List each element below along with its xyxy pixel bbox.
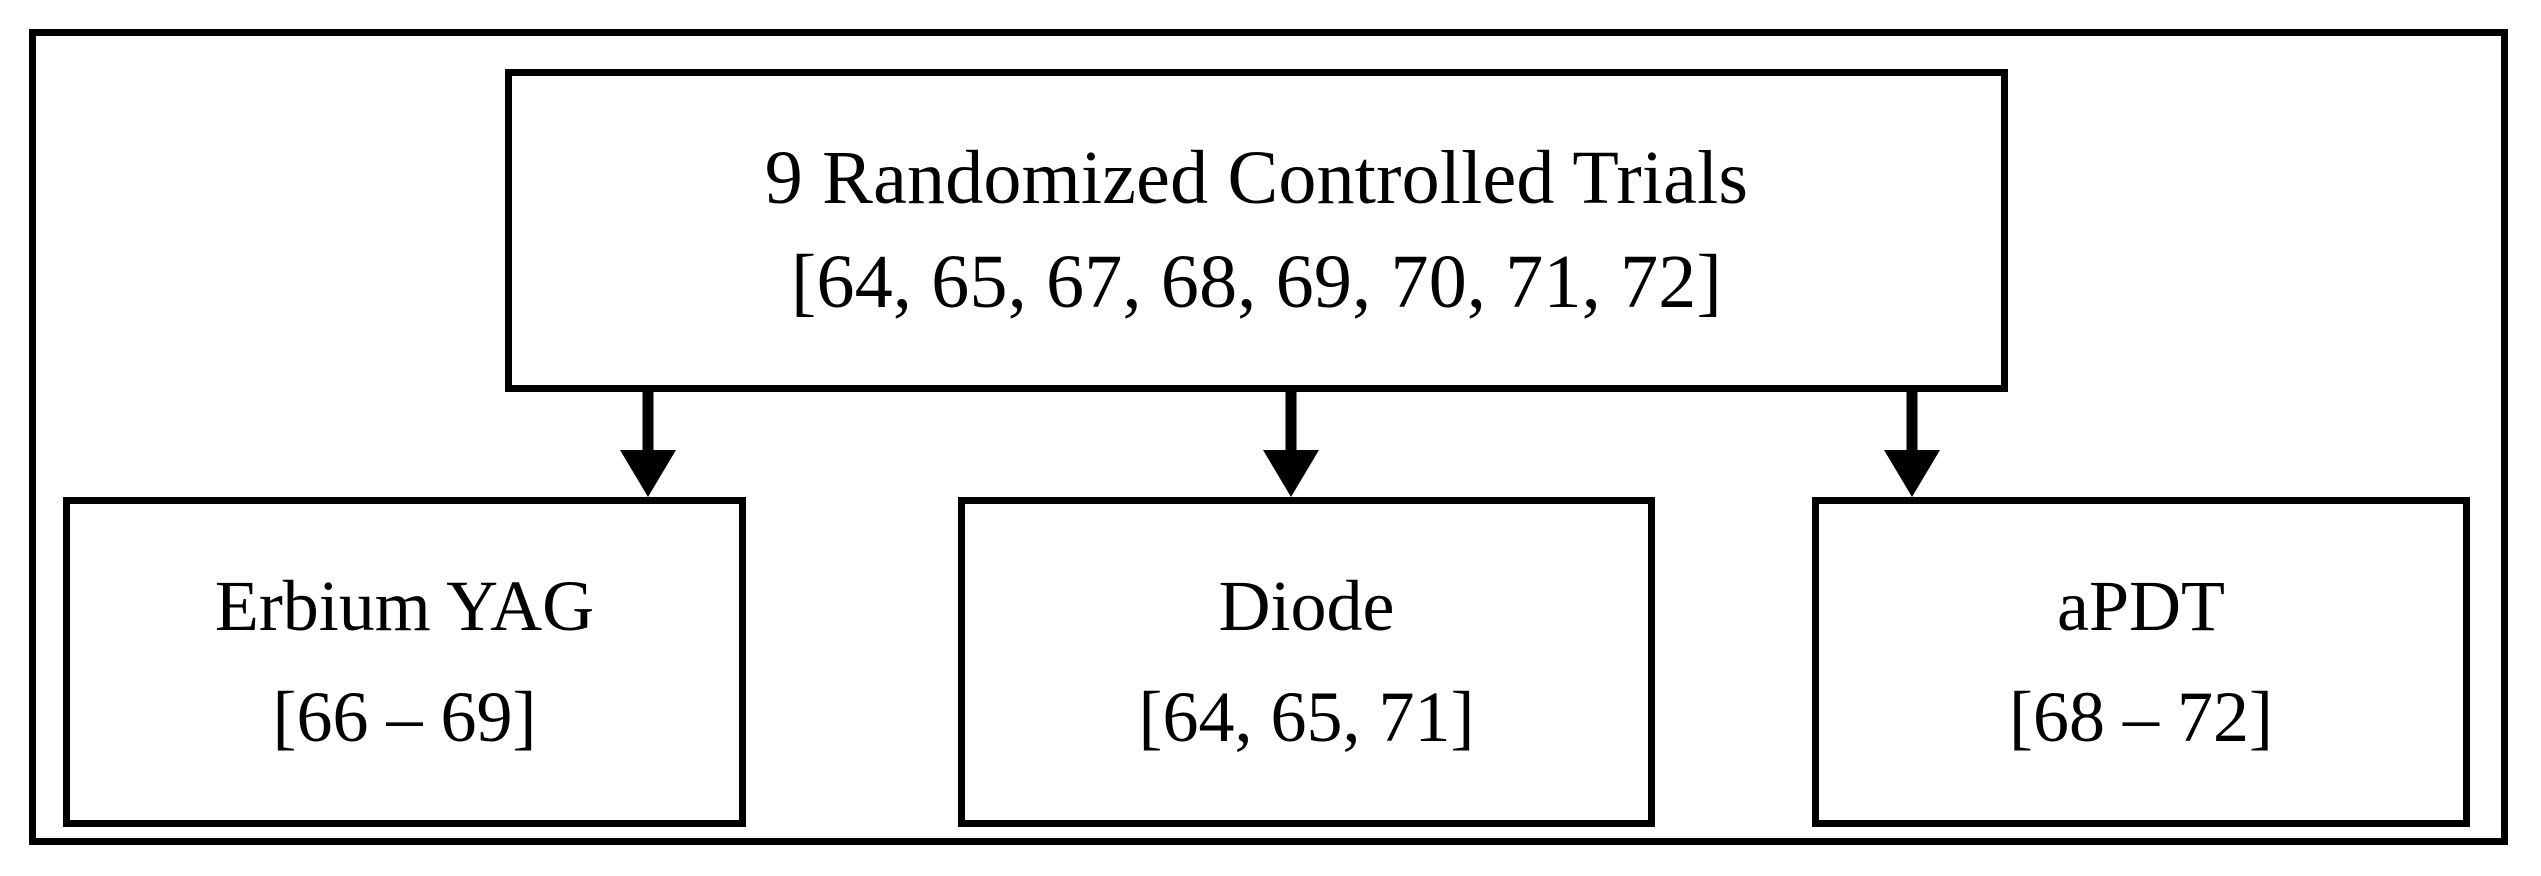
node-apdt-label: aPDT bbox=[2057, 566, 2225, 647]
node-diode-label: Diode bbox=[1218, 566, 1395, 647]
arrow-head bbox=[1263, 450, 1319, 497]
arrow-down-icon-to-diode bbox=[1263, 390, 1319, 497]
node-diode[interactable]: Diode [64, 65, 71] bbox=[958, 497, 1655, 827]
arrow-shaft bbox=[1285, 390, 1297, 452]
diagram-outer-frame bbox=[29, 29, 2508, 845]
arrow-down-icon-to-erbium-yag bbox=[620, 390, 676, 497]
arrow-head bbox=[1884, 450, 1940, 497]
node-apdt-references: [68 – 72] bbox=[2009, 677, 2273, 757]
arrow-down-icon-to-apdt bbox=[1884, 390, 1940, 497]
node-randomized-controlled-trials[interactable]: 9 Randomized Controlled Trials [64, 65, … bbox=[505, 69, 2008, 392]
arrow-head bbox=[620, 450, 676, 497]
arrow-shaft bbox=[642, 390, 654, 452]
node-erbium-yag-references: [66 – 69] bbox=[272, 677, 537, 757]
node-apdt[interactable]: aPDT [68 – 72] bbox=[1812, 497, 2470, 827]
node-erbium-yag-label: Erbium YAG bbox=[214, 566, 595, 647]
node-root-label: 9 Randomized Controlled Trials bbox=[764, 135, 1749, 220]
node-root-references: [64, 65, 67, 68, 69, 70, 71, 72] bbox=[790, 239, 1723, 324]
node-diode-references: [64, 65, 71] bbox=[1138, 677, 1475, 757]
arrow-shaft bbox=[1906, 390, 1918, 452]
node-erbium-yag[interactable]: Erbium YAG [66 – 69] bbox=[63, 497, 746, 827]
